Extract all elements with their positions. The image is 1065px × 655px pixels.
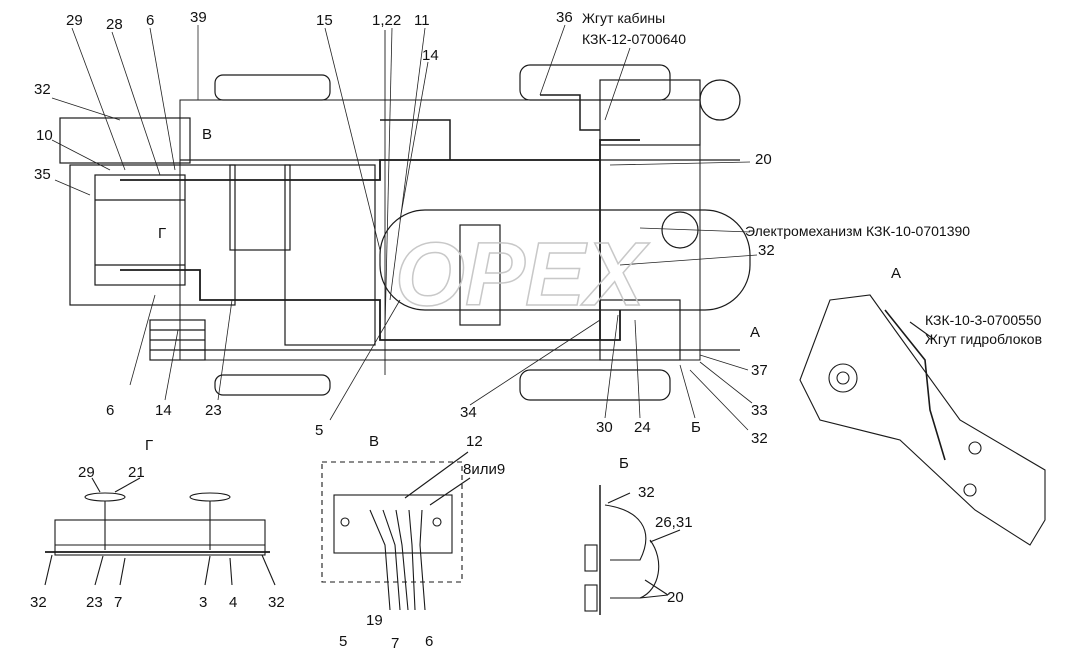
view-g-detail: [44, 477, 276, 586]
view-title-v: В: [369, 433, 380, 450]
watermark-text: OPEX: [395, 225, 650, 325]
callout-32-topleft: 32: [34, 81, 51, 98]
hydro-harness-code: КЗК-10-3-0700550: [925, 312, 1042, 328]
view-title-g: Г: [145, 437, 154, 454]
callout-6-v: 6: [425, 633, 434, 650]
callout-20-right: 20: [755, 151, 772, 168]
callout-7-v: 7: [391, 635, 400, 652]
callout-14-top: 14: [422, 47, 439, 64]
view-title-a: А: [891, 265, 902, 282]
callout-28: 28: [106, 16, 123, 33]
view-marker-b: Б: [691, 419, 701, 436]
callout-26-31: 26,31: [655, 514, 693, 531]
electromechanism-caption: Электромеханизм КЗК-10-0701390: [745, 223, 971, 239]
callout-24: 24: [634, 419, 651, 436]
callout-29-g: 29: [78, 464, 95, 481]
view-v-detail: [321, 451, 471, 611]
hydro-harness-title: Жгут гидроблоков: [925, 331, 1043, 347]
view-marker-g: Г: [158, 225, 167, 242]
callout-5-v: 5: [339, 633, 348, 650]
cab-harness-title: Жгут кабины: [582, 10, 666, 26]
callout-39: 39: [190, 9, 207, 26]
callout-32-g-right: 32: [268, 594, 285, 611]
callout-11: 11: [414, 12, 430, 29]
callout-15: 15: [316, 12, 333, 29]
callout-19: 19: [366, 612, 383, 629]
callout-23-main: 23: [205, 402, 222, 419]
callout-1-22: 1,22: [372, 12, 402, 29]
view-a-detail: [799, 294, 1046, 546]
callout-32-right: 32: [758, 242, 775, 259]
callout-29: 29: [66, 12, 83, 29]
callout-34: 34: [460, 404, 477, 421]
callout-23-g: 23: [86, 594, 103, 611]
callout-14-bottom: 14: [155, 402, 172, 419]
callout-7-g: 7: [114, 594, 123, 611]
callout-32-b: 32: [638, 484, 655, 501]
cab-harness-code: КЗК-12-0700640: [582, 31, 687, 47]
callout-35: 35: [34, 166, 51, 183]
callout-10: 10: [36, 127, 53, 144]
view-title-b: Б: [619, 455, 629, 472]
callout-20-b: 20: [667, 589, 684, 606]
callout-21: 21: [128, 464, 145, 481]
callout-32-lower-right: 32: [751, 430, 768, 447]
callout-36: 36: [556, 9, 573, 26]
callout-32-g-left: 32: [30, 594, 47, 611]
callout-3: 3: [199, 594, 208, 611]
callout-12: 12: [466, 433, 483, 450]
callout-4: 4: [229, 594, 238, 611]
view-b-detail: [584, 485, 681, 615]
leader-lines: [51, 24, 758, 431]
callout-6-top: 6: [146, 12, 155, 29]
callout-37: 37: [751, 362, 768, 379]
main-machine-view: [59, 30, 751, 401]
view-marker-a: А: [750, 324, 761, 341]
callout-33: 33: [751, 402, 768, 419]
callout-30: 30: [596, 419, 613, 436]
callout-5-main: 5: [315, 422, 324, 439]
view-marker-v: В: [202, 126, 213, 143]
callout-6-bottom: 6: [106, 402, 115, 419]
callout-8-or-9: 8или9: [463, 461, 506, 478]
